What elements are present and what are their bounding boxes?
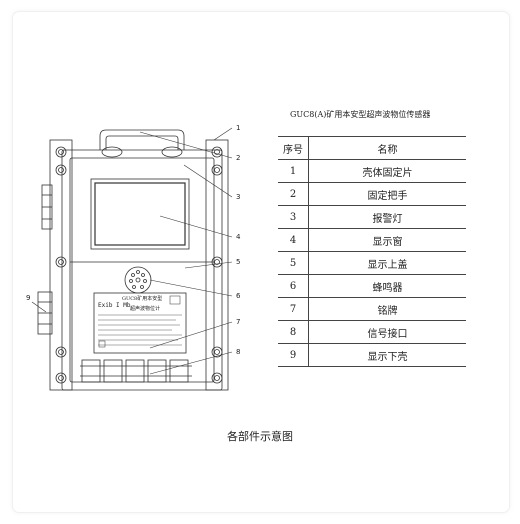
row-name: 铭牌 — [308, 297, 466, 321]
nameplate — [93, 292, 187, 354]
right-mounting-plate — [205, 139, 229, 391]
callout-6: 6 — [236, 292, 241, 300]
row-name: 显示窗 — [308, 228, 466, 252]
row-name: 固定把手 — [308, 182, 466, 206]
row-name: 蜂鸣器 — [308, 274, 466, 298]
callout-2: 2 — [236, 154, 240, 162]
alarm-light-right — [161, 146, 183, 158]
row-name: 报警灯 — [308, 205, 466, 229]
signal-interface — [80, 359, 192, 383]
row-name: 显示下壳 — [308, 343, 466, 367]
table-header-row: 序号 名称 — [278, 136, 466, 160]
row-no: 1 — [278, 159, 309, 183]
row-no: 4 — [278, 228, 309, 252]
figure-caption: 各部件示意图 — [227, 430, 293, 443]
header-name: 名称 — [308, 136, 466, 160]
mounting-holes — [55, 146, 223, 384]
product-title: GUC8(A)矿用本安型超声波物位传感器 — [290, 110, 431, 119]
left-mounting-plate — [49, 139, 73, 391]
row-name: 壳体固定片 — [308, 159, 466, 183]
header-no: 序号 — [278, 136, 309, 160]
buzzer — [124, 266, 152, 294]
callout-7: 7 — [236, 318, 240, 326]
row-no: 6 — [278, 274, 309, 298]
row-no: 5 — [278, 251, 309, 275]
display-window — [94, 182, 186, 246]
row-no: 3 — [278, 205, 309, 229]
handle — [99, 129, 185, 150]
callout-4: 4 — [236, 233, 241, 241]
callout-8: 8 — [236, 348, 240, 356]
row-no: 8 — [278, 320, 309, 344]
nameplate-subtitle: 超声波物位计 — [130, 305, 160, 312]
callout-5: 5 — [236, 258, 240, 266]
row-no: 9 — [278, 343, 309, 367]
row-no: 7 — [278, 297, 309, 321]
row-name: 信号接口 — [308, 320, 466, 344]
housing-outline — [61, 149, 223, 391]
alarm-light-left — [101, 146, 123, 158]
nameplate-model: Exib I Mb — [98, 302, 131, 309]
left-side-bracket — [37, 184, 53, 335]
callout-1: 1 — [236, 124, 240, 132]
row-name: 显示上盖 — [308, 251, 466, 275]
row-no: 2 — [278, 182, 309, 206]
callout-3: 3 — [236, 193, 240, 201]
callout-9: 9 — [26, 294, 30, 302]
nameplate-title: GUC8矿用本安型 — [122, 295, 162, 302]
